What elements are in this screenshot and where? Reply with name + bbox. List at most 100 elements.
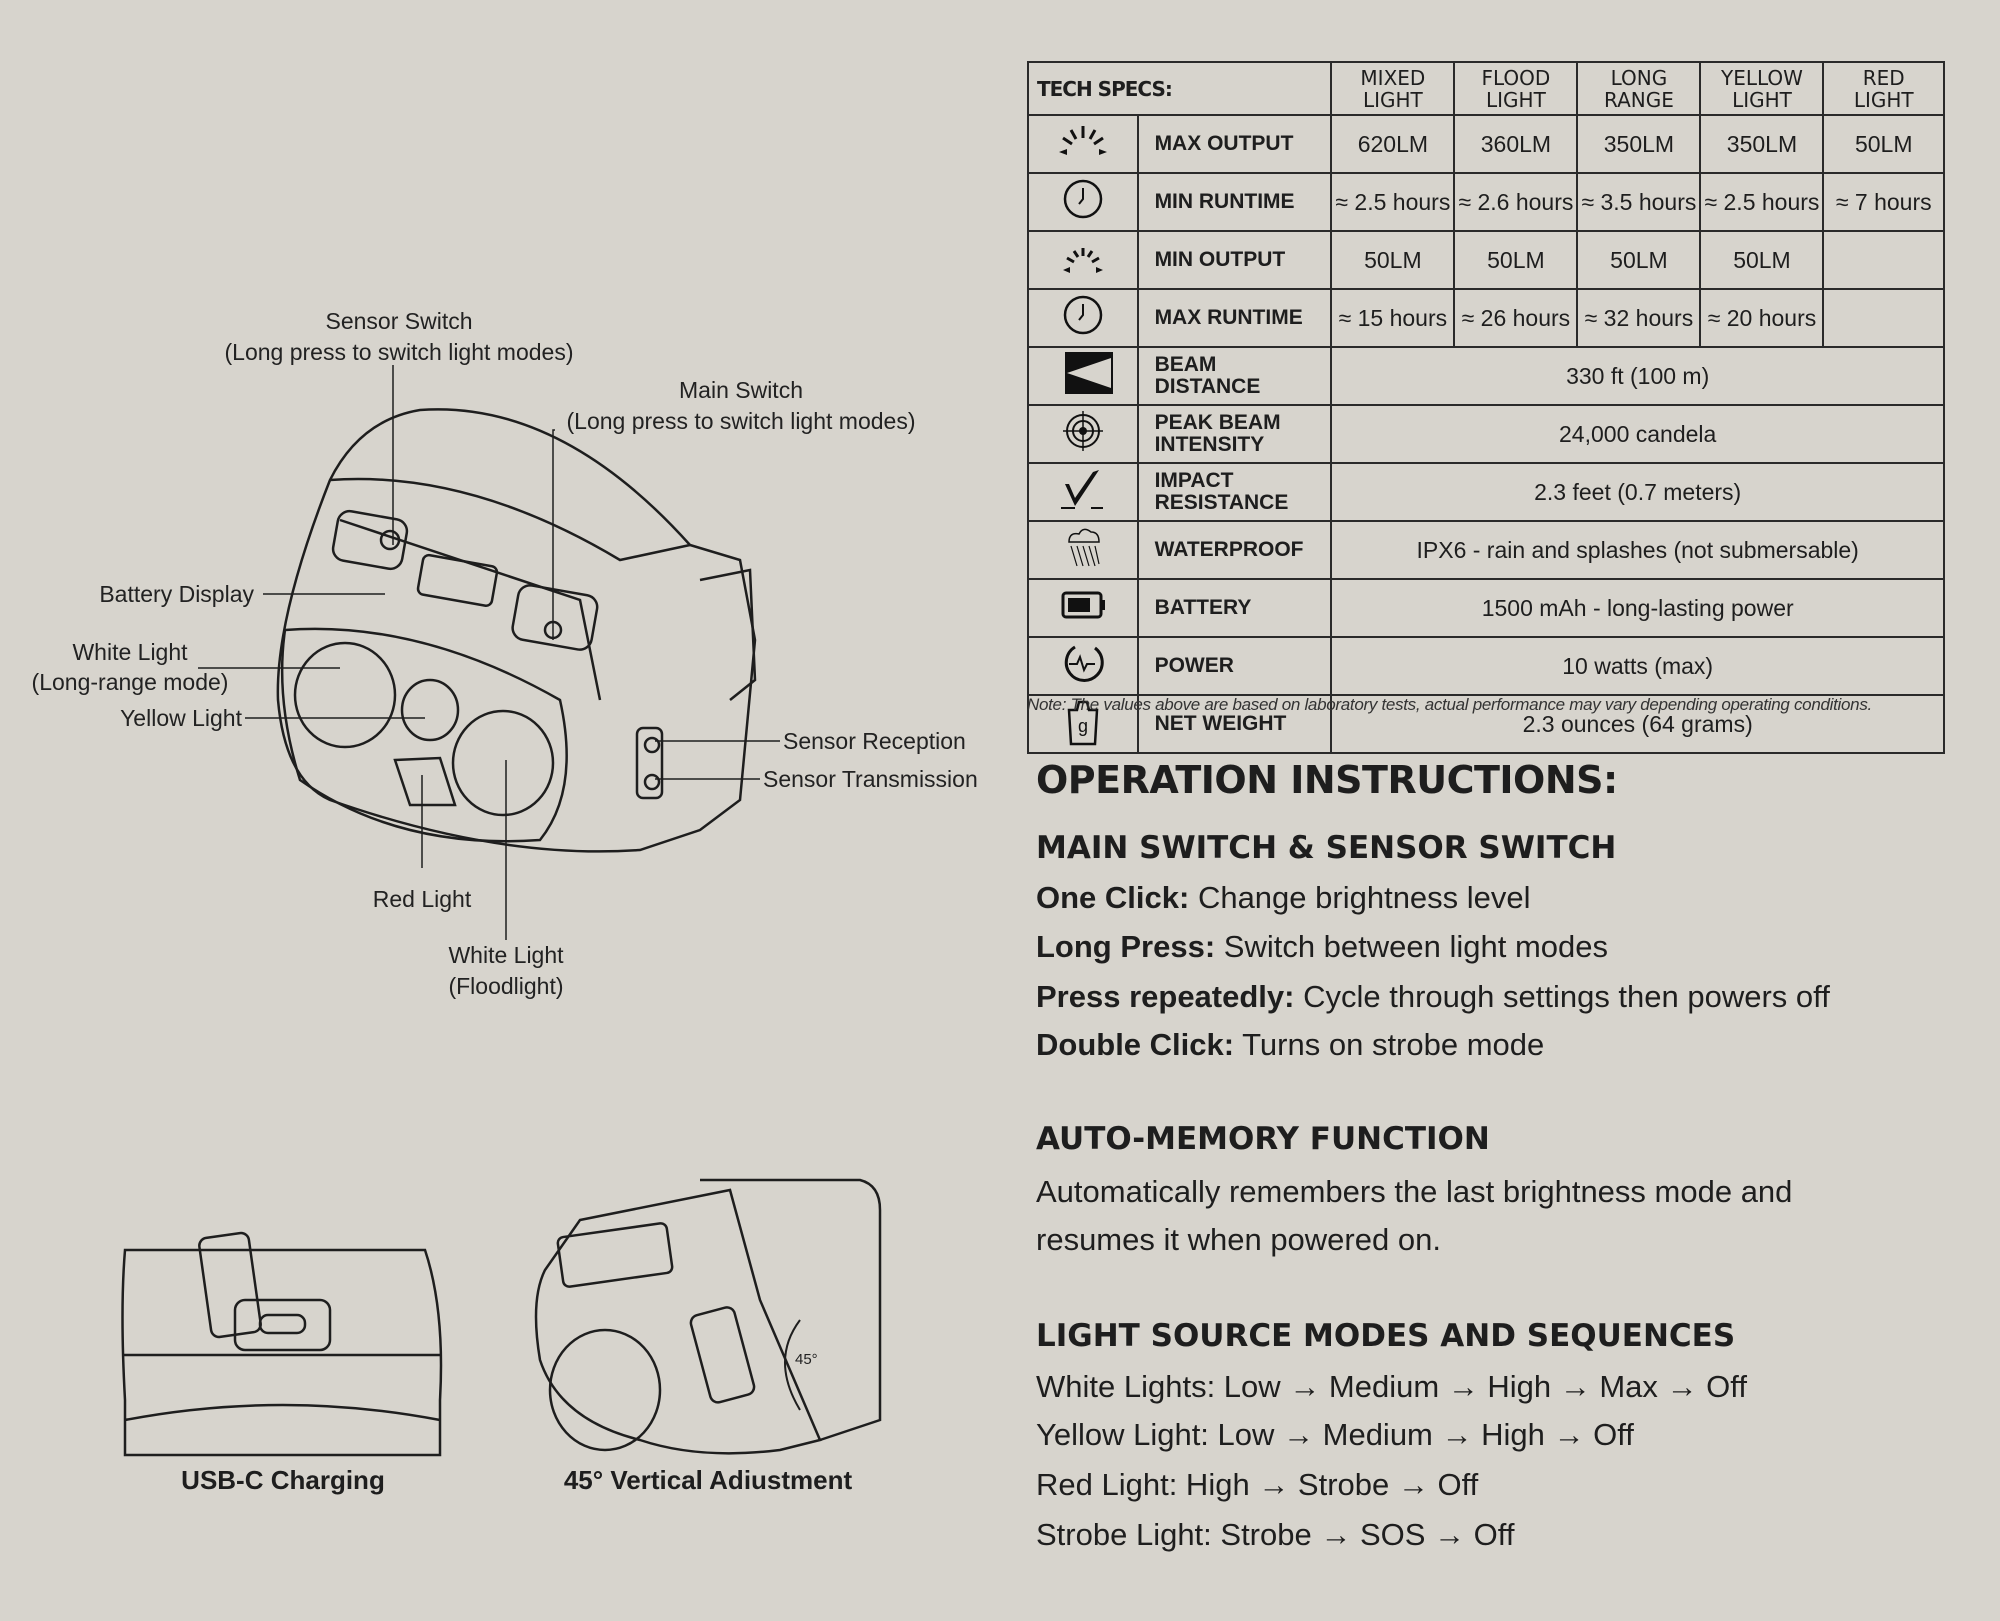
row-value: 350LM bbox=[1576, 114, 1702, 174]
sensor-switch-note: (Long press to switch light modes) bbox=[224, 339, 574, 365]
col-line: LIGHT bbox=[1362, 87, 1423, 112]
row-value: 2.3 ounces (64 grams) bbox=[1330, 694, 1945, 754]
row-value: ≈ 3.5 hours bbox=[1576, 172, 1702, 232]
sensor-switch-label: Sensor Switch bbox=[325, 308, 473, 334]
desc: Switch between light modes bbox=[1215, 929, 1609, 964]
row-value: ≈ 2.5 hours bbox=[1330, 172, 1456, 232]
mode-line: Red Light: High → Strobe → Off bbox=[1036, 1467, 1479, 1502]
col-line: LIGHT bbox=[1486, 87, 1546, 112]
row-label: MIN RUNTIME bbox=[1136, 172, 1333, 232]
white-light-flood-note: (Floodlight) bbox=[448, 973, 564, 999]
instruction-line: Press repeatedly: Cycle through settings… bbox=[1036, 979, 1830, 1015]
term: Double Click: bbox=[1036, 1027, 1235, 1062]
term: One Click: bbox=[1036, 880, 1190, 915]
burst-icon bbox=[1027, 114, 1139, 174]
row-label: MIN OUTPUT bbox=[1136, 230, 1333, 290]
white-light-long-note: (Long-range mode) bbox=[31, 669, 229, 695]
col-line: MIXED bbox=[1360, 65, 1426, 90]
label-line: RESISTANCE bbox=[1154, 491, 1289, 514]
term: Press repeatedly: bbox=[1036, 979, 1295, 1014]
table-title: TECH SPECS: bbox=[1026, 61, 1333, 116]
main-switch-note: (Long press to switch light modes) bbox=[566, 408, 916, 434]
row-label: MAX OUTPUT bbox=[1136, 114, 1333, 174]
desc: Cycle through settings then powers off bbox=[1294, 979, 1830, 1014]
yellow-light-label: Yellow Light bbox=[120, 705, 242, 731]
row-value: 1500 mAh - long-lasting power bbox=[1330, 578, 1945, 638]
instructions-title: OPERATION INSTRUCTIONS: bbox=[1036, 758, 1618, 802]
row-value: 10 watts (max) bbox=[1330, 636, 1945, 696]
instruction-line: Long Press: Switch between light modes bbox=[1036, 929, 1608, 965]
switch-heading: MAIN SWITCH & SENSOR SWITCH bbox=[1036, 830, 1617, 866]
impact-check-icon bbox=[1027, 462, 1139, 522]
small-burst-icon bbox=[1027, 230, 1139, 290]
instruction-line: One Click: Change brightness level bbox=[1036, 880, 1531, 916]
row-value: 620LM bbox=[1330, 114, 1456, 174]
col-line: YELLOW bbox=[1720, 65, 1803, 90]
memory-heading: AUTO-MEMORY FUNCTION bbox=[1036, 1121, 1490, 1157]
table-row: WATERPROOF IPX6 - rain and splashes (not … bbox=[1027, 520, 1945, 580]
row-value bbox=[1822, 288, 1945, 348]
row-value: 50LM bbox=[1699, 230, 1825, 290]
battery-display-label: Battery Display bbox=[99, 581, 254, 607]
row-value: 50LM bbox=[1822, 114, 1945, 174]
row-value: 360LM bbox=[1453, 114, 1579, 174]
red-light-label: Red Light bbox=[372, 886, 472, 912]
col-line: LIGHT bbox=[1732, 87, 1792, 112]
label-line: BATTERY bbox=[1154, 596, 1252, 619]
table-row: BATTERY 1500 mAh - long-lasting power bbox=[1027, 578, 1945, 638]
angle-mark: 45° bbox=[795, 1351, 818, 1368]
desc: Turns on strobe mode bbox=[1234, 1027, 1545, 1062]
row-value: ≈ 20 hours bbox=[1699, 288, 1825, 348]
mode-line: White Lights: Low → Medium → High → Max … bbox=[1036, 1369, 1747, 1404]
memory-line: Automatically remembers the last brightn… bbox=[1036, 1174, 1793, 1209]
instruction-line: Double Click: Turns on strobe mode bbox=[1036, 1027, 1544, 1063]
row-value: ≈ 2.5 hours bbox=[1699, 172, 1825, 232]
col-line: LONG bbox=[1610, 65, 1668, 90]
mode-line: Yellow Light: Low → Medium → High → Off bbox=[1036, 1417, 1634, 1452]
beam-icon bbox=[1027, 346, 1139, 406]
label-line: INTENSITY bbox=[1154, 433, 1265, 456]
label-line: IMPACT bbox=[1154, 469, 1234, 492]
row-label: POWER bbox=[1136, 636, 1333, 696]
row-value: ≈ 26 hours bbox=[1453, 288, 1579, 348]
target-icon bbox=[1027, 404, 1139, 464]
col-line: LIGHT bbox=[1853, 87, 1914, 112]
label-line: WATERPROOF bbox=[1154, 538, 1304, 561]
row-value: IPX6 - rain and splashes (not submersabl… bbox=[1330, 520, 1945, 580]
term: Long Press: bbox=[1036, 929, 1216, 964]
sensor-reception-label: Sensor Reception bbox=[783, 728, 966, 754]
row-label: BATTERY bbox=[1136, 578, 1333, 638]
vertical-adjustment-caption: 45° Vertical Adiustment bbox=[563, 1465, 853, 1495]
usb-c-caption: USB-C Charging bbox=[181, 1465, 385, 1495]
row-value: ≈ 15 hours bbox=[1330, 288, 1456, 348]
row-label: MAX RUNTIME bbox=[1136, 288, 1333, 348]
row-label: NET WEIGHT bbox=[1136, 694, 1333, 754]
power-pulse-icon bbox=[1027, 636, 1139, 696]
mode-line: Strobe Light: Strobe → SOS → Off bbox=[1036, 1517, 1515, 1552]
row-value: ≈ 7 hours bbox=[1822, 172, 1945, 232]
row-value: 24,000 candela bbox=[1330, 404, 1945, 464]
white-light-flood-label: White Light bbox=[448, 942, 564, 968]
clock-icon bbox=[1027, 288, 1139, 348]
row-value: 50LM bbox=[1453, 230, 1579, 290]
table-row: POWER 10 watts (max) bbox=[1027, 636, 1945, 696]
white-light-long-label: White Light bbox=[72, 639, 188, 665]
row-value: 330 ft (100 m) bbox=[1330, 346, 1945, 406]
memory-line: resumes it when powered on. bbox=[1036, 1222, 1441, 1257]
label-line: POWER bbox=[1154, 654, 1234, 677]
row-value bbox=[1822, 230, 1945, 290]
